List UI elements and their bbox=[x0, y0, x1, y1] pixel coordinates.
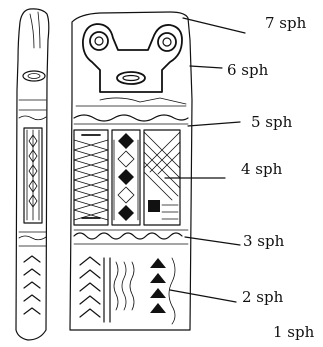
side-view-figurine bbox=[16, 9, 49, 340]
label-6-sph: 6 sph bbox=[227, 61, 269, 79]
face bbox=[83, 24, 182, 92]
label-5-sph: 5 sph bbox=[251, 113, 293, 131]
sphere-labels: 7 sph 6 sph 5 sph 4 sph 3 sph 2 sph 1 sp… bbox=[227, 14, 315, 341]
label-7-sph: 7 sph bbox=[265, 14, 307, 32]
lower-ornament bbox=[80, 257, 175, 324]
label-3-sph: 3 sph bbox=[243, 232, 285, 250]
front-view-figurine bbox=[70, 12, 192, 330]
label-4-sph: 4 sph bbox=[241, 160, 283, 178]
label-1-sph: 1 sph bbox=[273, 323, 315, 341]
ornament-panels bbox=[74, 130, 180, 225]
label-2-sph: 2 sph bbox=[242, 288, 284, 306]
